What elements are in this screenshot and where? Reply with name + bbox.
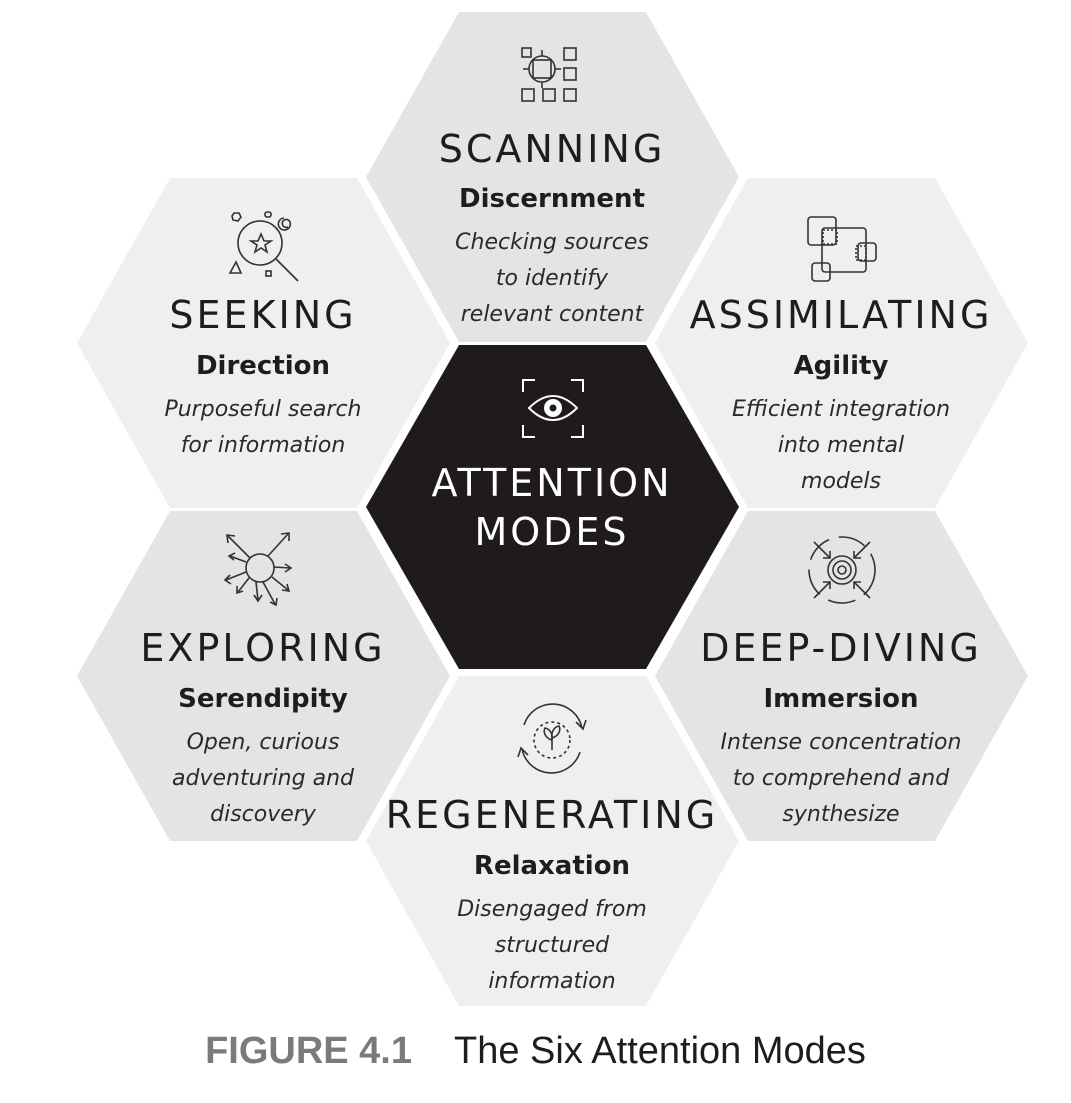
target-arrows-icon (808, 536, 876, 604)
assimilating-desc-line-1: Efficient integration (732, 397, 950, 422)
deep-diving-desc-line-1: Intense concentration (721, 730, 962, 755)
seeking-title: SEEKING (169, 293, 356, 337)
regenerating-desc-line-1: Disengaged from (457, 897, 647, 922)
figure-number: FIGURE 4.1 (205, 1030, 413, 1072)
exploring-desc-line-3: discovery (210, 802, 317, 827)
sprout-cycle-icon (517, 703, 587, 774)
seeking-desc-line-2: for information (181, 433, 346, 458)
hex-scanning: SCANNING Discernment Checking sources to… (366, 12, 739, 342)
hex-assimilating: ASSIMILATING Agility Efficient integrati… (655, 178, 1028, 508)
assimilating-title: ASSIMILATING (690, 293, 993, 337)
regenerating-title: REGENERATING (386, 793, 719, 837)
assimilating-desc-line-3: models (801, 469, 881, 494)
assimilating-desc-line-2: into mental (778, 433, 904, 458)
scanning-subtitle: Discernment (459, 184, 645, 214)
focus-grid-icon (521, 47, 577, 102)
eye-icon (522, 379, 584, 438)
deep-diving-subtitle: Immersion (763, 684, 918, 714)
exploring-desc-line-1: Open, curious (187, 730, 340, 755)
hex-seeking: SEEKING Direction Purposeful search for … (77, 178, 450, 508)
overlapping-squares-icon (807, 216, 877, 282)
exploring-subtitle: Serendipity (178, 684, 348, 714)
scanning-desc-line-2: to identify (496, 266, 609, 291)
deep-diving-title: DEEP-DIVING (700, 626, 982, 670)
seeking-subtitle: Direction (196, 351, 330, 381)
center-title-line-2: MODES (474, 510, 629, 554)
hex-regenerating: REGENERATING Relaxation Disengaged from … (366, 676, 739, 1006)
regenerating-subtitle: Relaxation (474, 851, 630, 881)
magnifier-star-icon (228, 211, 299, 282)
hex-exploring: EXPLORING Serendipity Open, curious adve… (77, 511, 450, 841)
deep-diving-desc-line-2: to comprehend and (733, 766, 950, 791)
regenerating-desc-line-2: structured (495, 933, 610, 958)
seeking-desc-line-1: Purposeful search (164, 397, 361, 422)
exploring-desc-line-2: adventuring and (172, 766, 355, 791)
radiating-arrows-icon (223, 532, 293, 607)
assimilating-subtitle: Agility (794, 351, 889, 381)
hex-center: ATTENTION MODES (366, 345, 739, 669)
deep-diving-desc-line-3: synthesize (782, 802, 899, 827)
regenerating-desc-line-3: information (488, 969, 615, 994)
scanning-desc-line-3: relevant content (461, 302, 645, 327)
scanning-title: SCANNING (439, 127, 666, 171)
scanning-desc-line-1: Checking sources (455, 230, 649, 255)
exploring-title: EXPLORING (140, 626, 385, 670)
figure-caption: FIGURE 4.1 The Six Attention Modes (0, 1030, 1071, 1073)
figure-title: The Six Attention Modes (454, 1030, 866, 1072)
hex-deep-diving: DEEP-DIVING Immersion Intense concentrat… (655, 511, 1028, 841)
center-title-line-1: ATTENTION (432, 461, 673, 505)
